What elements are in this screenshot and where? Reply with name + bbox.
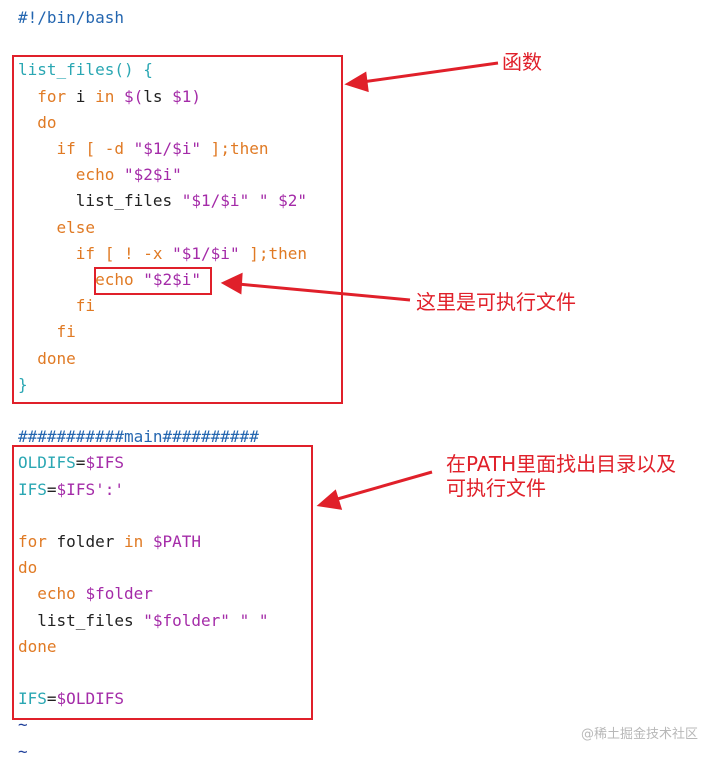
- arrow-executable-head: [220, 272, 243, 295]
- code-line: do: [18, 112, 57, 133]
- code-line: list_files "$folder" " ": [18, 611, 268, 631]
- code-token: list_files() {: [18, 60, 153, 80]
- code-token: =: [46, 689, 57, 709]
- code-token: $OLDIFS: [56, 689, 124, 709]
- code-line: for folder in $PATH: [18, 532, 201, 552]
- code-token: folder: [46, 532, 124, 551]
- code-token: list_files: [18, 191, 182, 211]
- code-line: ###########main##########: [18, 427, 259, 447]
- code-token: }: [18, 374, 28, 394]
- code-token: OLDIFS: [18, 453, 76, 473]
- code-token: =: [75, 453, 86, 473]
- code-line: if [ ! -x "$1/$i" ];then: [18, 244, 307, 264]
- code-line: }: [18, 375, 28, 395]
- code-token: "$1/$i": [133, 139, 202, 158]
- code-token: then: [268, 243, 308, 263]
- code-line: list_files() {: [18, 60, 153, 80]
- code-token: done: [18, 636, 57, 656]
- code-line: #!/bin/bash: [18, 8, 124, 28]
- code-token: for: [37, 86, 67, 106]
- code-line: ~: [18, 715, 28, 735]
- code-token: " ": [239, 610, 269, 630]
- code-token: IFS: [18, 689, 47, 709]
- code-token: if: [75, 243, 96, 263]
- code-token: ~: [18, 741, 28, 761]
- path-annotation-line1: 在PATH里面找出目录以及: [446, 452, 677, 476]
- code-token: ls: [143, 86, 173, 106]
- code-token: fi: [75, 296, 96, 316]
- code-token: $PATH: [152, 532, 202, 551]
- arrow-function-head: [344, 71, 369, 93]
- code-line: done: [18, 349, 76, 369]
- code-token: "$1/$i": [181, 191, 250, 211]
- code-token: "$1/$i": [172, 243, 240, 263]
- code-token: do: [18, 558, 38, 578]
- code-token: IFS: [18, 479, 47, 499]
- code-line: echo $folder: [18, 584, 153, 604]
- code-token: $folder: [85, 584, 153, 604]
- code-token: echo: [75, 165, 115, 185]
- code-token: "$2$i": [143, 270, 202, 289]
- code-line: done: [18, 637, 57, 657]
- arrow-function-line: [361, 61, 499, 84]
- function-annotation: 函数: [502, 50, 542, 74]
- code-token: [ ! -x: [104, 243, 173, 263]
- code-token: $IFS: [56, 479, 96, 499]
- code-line: if [ -d "$1/$i" ];then: [18, 139, 269, 159]
- code-token: ~: [18, 715, 28, 735]
- code-token: in: [95, 86, 115, 106]
- code-line: list_files "$1/$i" " $2": [18, 191, 307, 211]
- path-annotation-line2: 可执行文件: [446, 476, 546, 500]
- code-token: in: [123, 532, 144, 551]
- code-line: echo "$2$i": [18, 270, 201, 290]
- code-token: ###########main##########: [18, 427, 259, 447]
- code-token: fi: [56, 322, 76, 342]
- code-token: ];: [201, 139, 230, 158]
- code-token: echo: [95, 270, 134, 289]
- code-line: ~: [18, 742, 28, 762]
- code-token: $1: [172, 86, 192, 106]
- watermark: @稀土掘金技术社区: [580, 727, 698, 742]
- code-token: then: [229, 139, 269, 158]
- code-line: fi: [18, 296, 95, 316]
- code-token: else: [56, 217, 96, 237]
- code-token: for: [18, 532, 47, 551]
- code-token: [ -d: [85, 139, 134, 158]
- code-line: fi: [18, 322, 76, 342]
- code-token: if: [56, 139, 76, 158]
- code-line: else: [18, 217, 96, 238]
- arrow-executable-line: [237, 282, 411, 302]
- code-token: $IFS: [85, 453, 124, 473]
- code-token: list_files: [18, 610, 144, 630]
- code-token: i: [66, 86, 96, 106]
- code-token: echo: [37, 584, 76, 604]
- code-token: done: [37, 348, 76, 368]
- code-token: ];: [239, 243, 269, 263]
- code-token: "$folder": [143, 610, 230, 630]
- code-line: echo "$2$i": [18, 165, 182, 185]
- code-line: for i in $(ls $1): [18, 87, 201, 107]
- code-line: IFS=$OLDIFS: [18, 689, 124, 709]
- code-line: IFS=$IFS':': [18, 480, 124, 500]
- code-token: ':': [95, 479, 124, 499]
- code-token: do: [37, 112, 57, 132]
- code-token: #!/bin/bash: [18, 8, 124, 27]
- arrow-path-head: [316, 489, 343, 510]
- code-line: do: [18, 558, 37, 578]
- code-token: " $2": [258, 191, 308, 211]
- code-token: $(: [123, 86, 144, 106]
- executable-annotation: 这里是可执行文件: [416, 290, 576, 314]
- code-line: OLDIFS=$IFS: [18, 453, 124, 473]
- arrow-path-line: [333, 470, 433, 502]
- code-token: "$2$i": [123, 165, 182, 185]
- code-token: ): [191, 86, 202, 106]
- code-token: =: [46, 479, 57, 499]
